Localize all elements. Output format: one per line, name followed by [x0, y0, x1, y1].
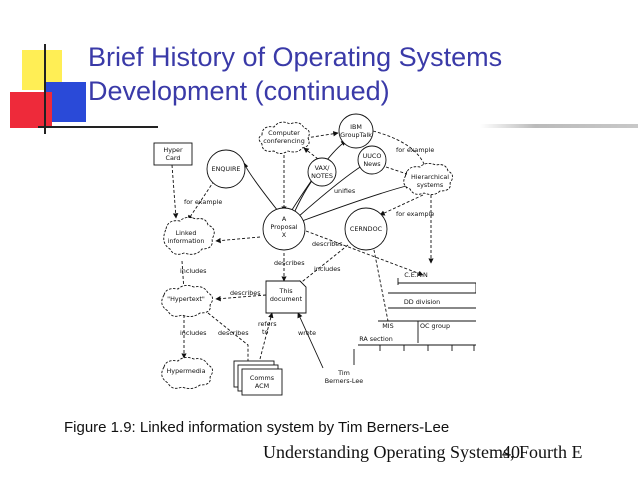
node-hyper-card-line-2: Card [166, 154, 181, 162]
footer-book-title: Understanding Operating Systems, Fourth … [263, 442, 583, 462]
node-vax-circle [307, 157, 337, 187]
node-ibm-circle [338, 113, 374, 149]
node-proposal-line-2: Proposal [270, 223, 297, 231]
node-ra-section-label: RA section [359, 335, 393, 343]
edge-proposal-linked [215, 236, 261, 244]
node-this-document-page [265, 280, 307, 314]
node-hypermedia-label: Hypermedia [167, 367, 206, 375]
decor-blue-square [46, 82, 86, 122]
edge-cerndoc-thisdoc [297, 244, 349, 286]
edge-thisdoc-hypertext [215, 294, 267, 302]
figure-caption: Figure 1.9: Linked information system by… [64, 419, 450, 436]
node-oc-group-label: OC group [420, 322, 450, 330]
edge-label-describes-hm: describes [218, 329, 249, 337]
edge-label-unifies: unifies [334, 187, 356, 195]
node-this-document-line-2: document [270, 295, 303, 303]
edge-hierarchical-cerndoc [379, 194, 424, 216]
node-cerndoc-label: CERNDOC [350, 225, 383, 233]
node-linked-line-2: information [168, 237, 205, 245]
node-enquire-label: ENQUIRE [212, 165, 241, 173]
node-uuco-line-1: UUCO [363, 152, 382, 160]
edge-label-for-example-3: for example [396, 210, 434, 218]
node-hypertext-label: "Hypertext" [167, 295, 205, 303]
edge-vaxnotes-conferencing [303, 147, 319, 160]
edge-label-wrote: wrote [298, 329, 316, 337]
node-hyper-card-box [153, 142, 193, 166]
edge-label-for-example-2: for example [396, 146, 434, 154]
node-uuco-line-2: News [363, 160, 381, 168]
node-hypertext-cloud [161, 284, 213, 318]
edge-label-includes-1: includes [180, 267, 207, 275]
edge-proposal-hierarchical [301, 183, 411, 222]
node-proposal-line-3: X [282, 231, 287, 239]
edge-label-includes-3: includes [180, 329, 207, 337]
edge-tim-thisdoc [297, 312, 324, 369]
edge-enquire-linked [187, 180, 215, 221]
node-vax-line-1: VAX/ [315, 164, 331, 172]
edge-label-refers-line-1: refers [258, 320, 277, 328]
node-enquire-circle [206, 149, 246, 189]
node-conferencing-line-2: conferencing [263, 137, 305, 145]
edge-label-describes-cern: describes [312, 240, 343, 248]
edge-label-describes-ht: describes [230, 289, 261, 297]
node-tim-line-2: Berners-Lee [325, 377, 363, 385]
linked-information-diagram: Hyper Card Computer conferencing IBM Gro… [153, 113, 476, 396]
page-number: 40 [502, 442, 520, 462]
node-ibm-line-1: IBM [350, 123, 362, 131]
node-proposal-line-1: A [282, 215, 287, 223]
edge-label-includes-2: includes [314, 265, 341, 273]
decor-title-rule [480, 124, 638, 128]
edge-label-refers-line-2: to [262, 328, 269, 336]
node-ibm-line-2: GroupTalk [340, 131, 372, 139]
node-proposal-circle [262, 207, 306, 251]
edge-proposal-enquire [243, 162, 279, 212]
node-cerndoc-circle [344, 207, 388, 251]
decor-horizontal-line [38, 126, 158, 128]
slide-title: Brief History of Operating Systems Devel… [88, 42, 503, 106]
edge-hypertext-hypermedia [207, 312, 249, 361]
node-uuco-circle [357, 145, 387, 175]
edge-proposal-cern [305, 230, 424, 276]
edge-label-describes-doc: describes [274, 259, 305, 267]
node-vax-line-2: NOTES [311, 172, 333, 180]
node-hierarchical-cloud [403, 162, 453, 196]
decor-vertical-line [44, 44, 46, 134]
node-comms-acm-line-1: Comms [250, 374, 275, 382]
node-cern-label: C.E.R.N [404, 271, 428, 279]
node-this-document-line-1: This [278, 287, 293, 295]
node-tim-line-1: Tim [337, 369, 350, 377]
edge-label-for-example-1: for example [184, 198, 222, 206]
node-dd-division-label: DD division [404, 298, 440, 306]
edge-cerndoc-mis [372, 244, 389, 322]
edge-comms-thisdoc [259, 312, 274, 360]
edge-hypercard-linked [171, 164, 179, 219]
node-comms-acm-page-1 [241, 368, 283, 396]
node-conferencing-line-1: Computer [268, 129, 300, 137]
node-linked-cloud [163, 216, 215, 255]
node-conferencing-cloud [258, 121, 310, 154]
node-linked-line-1: Linked [176, 229, 197, 237]
node-hierarchical-line-2: systems [417, 181, 444, 189]
node-mis-label: MIS [382, 322, 393, 330]
node-hypermedia-cloud [161, 356, 213, 390]
node-hierarchical-line-1: Hierarchical [411, 173, 449, 181]
edge-conferencing-ibm [305, 131, 339, 139]
node-comms-acm-line-2: ACM [255, 382, 269, 390]
node-hyper-card-line-1: Hyper [163, 146, 183, 154]
